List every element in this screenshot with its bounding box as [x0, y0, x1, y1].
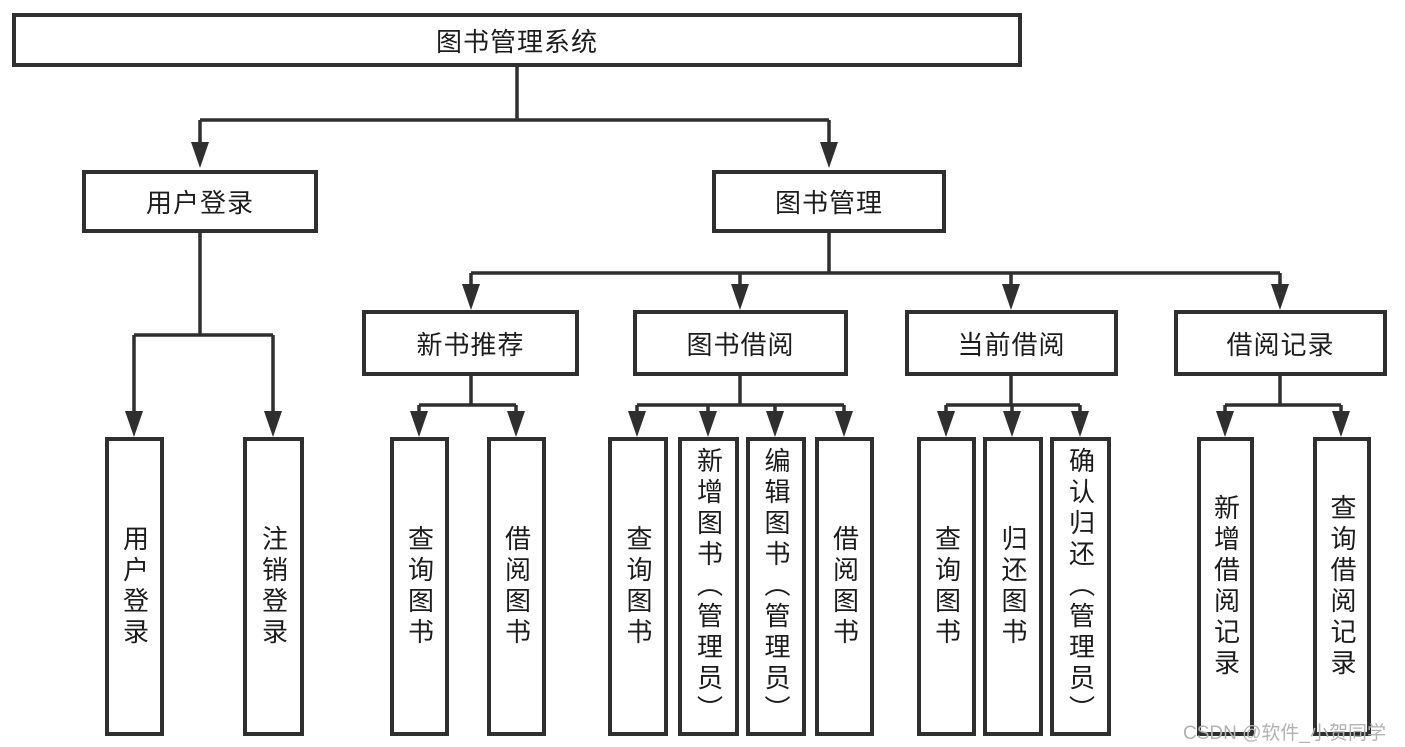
leaf-confirm-return-admin: 确认归还（管理员）	[1050, 437, 1111, 736]
connector-path	[132, 67, 1343, 415]
node-label: 当前借阅	[957, 329, 1066, 360]
leaf-add-books-admin: 新增图书（管理员）	[678, 437, 739, 736]
leaf-label: 注销登录	[258, 524, 289, 649]
leaf-label: 查询图书	[931, 524, 962, 649]
leaf-borrow-books: 借阅图书	[815, 437, 874, 736]
node-label: 借阅记录	[1226, 329, 1335, 360]
leaf-query-books-recommend: 查询图书	[390, 437, 449, 736]
leaf-user-login: 用户登录	[105, 437, 164, 736]
leaf-label: 查询图书	[623, 524, 653, 649]
node-library-management-system: 图书管理系统	[12, 13, 1022, 67]
leaf-add-borrow-record: 新增借阅记录	[1197, 437, 1254, 736]
leaf-label: 查询图书	[404, 524, 435, 649]
node-label: 图书借阅	[686, 329, 795, 360]
leaf-label: 借阅图书	[829, 524, 860, 649]
leaf-label: 编辑图书（管理员）	[761, 447, 791, 726]
node-user-login: 用户登录	[82, 170, 318, 233]
node-label: 新书推荐	[416, 329, 525, 360]
leaf-query-books-borrow: 查询图书	[608, 437, 668, 736]
leaf-label: 确认归还（管理员）	[1065, 447, 1096, 726]
leaf-label: 查询借阅记录	[1327, 493, 1357, 680]
leaf-label: 借阅图书	[501, 524, 532, 649]
leaf-query-borrow-record: 查询借阅记录	[1313, 437, 1371, 736]
leaf-borrow-books-recommend: 借阅图书	[487, 437, 546, 736]
node-current-borrowing: 当前借阅	[905, 310, 1118, 376]
node-book-management: 图书管理	[712, 170, 946, 233]
csdn-watermark: CSDN @软件_小贺同学	[1183, 723, 1386, 744]
node-borrowing-records: 借阅记录	[1174, 310, 1387, 376]
node-book-borrowing: 图书借阅	[633, 310, 848, 376]
leaf-label: 新增图书（管理员）	[693, 447, 724, 726]
arrowheads	[125, 142, 1350, 437]
leaf-logout: 注销登录	[243, 437, 304, 736]
leaf-label: 归还图书	[998, 524, 1028, 649]
leaf-label: 用户登录	[119, 524, 150, 649]
leaf-label: 新增借阅记录	[1210, 493, 1241, 680]
node-label: 用户登录	[145, 188, 254, 218]
leaf-edit-books-admin: 编辑图书（管理员）	[746, 437, 806, 736]
leaf-return-books: 归还图书	[983, 437, 1043, 736]
leaf-query-books-current: 查询图书	[917, 437, 976, 736]
node-label: 图书管理系统	[435, 26, 598, 57]
node-label: 图书管理	[774, 188, 883, 218]
node-new-book-recommendation: 新书推荐	[362, 310, 579, 376]
